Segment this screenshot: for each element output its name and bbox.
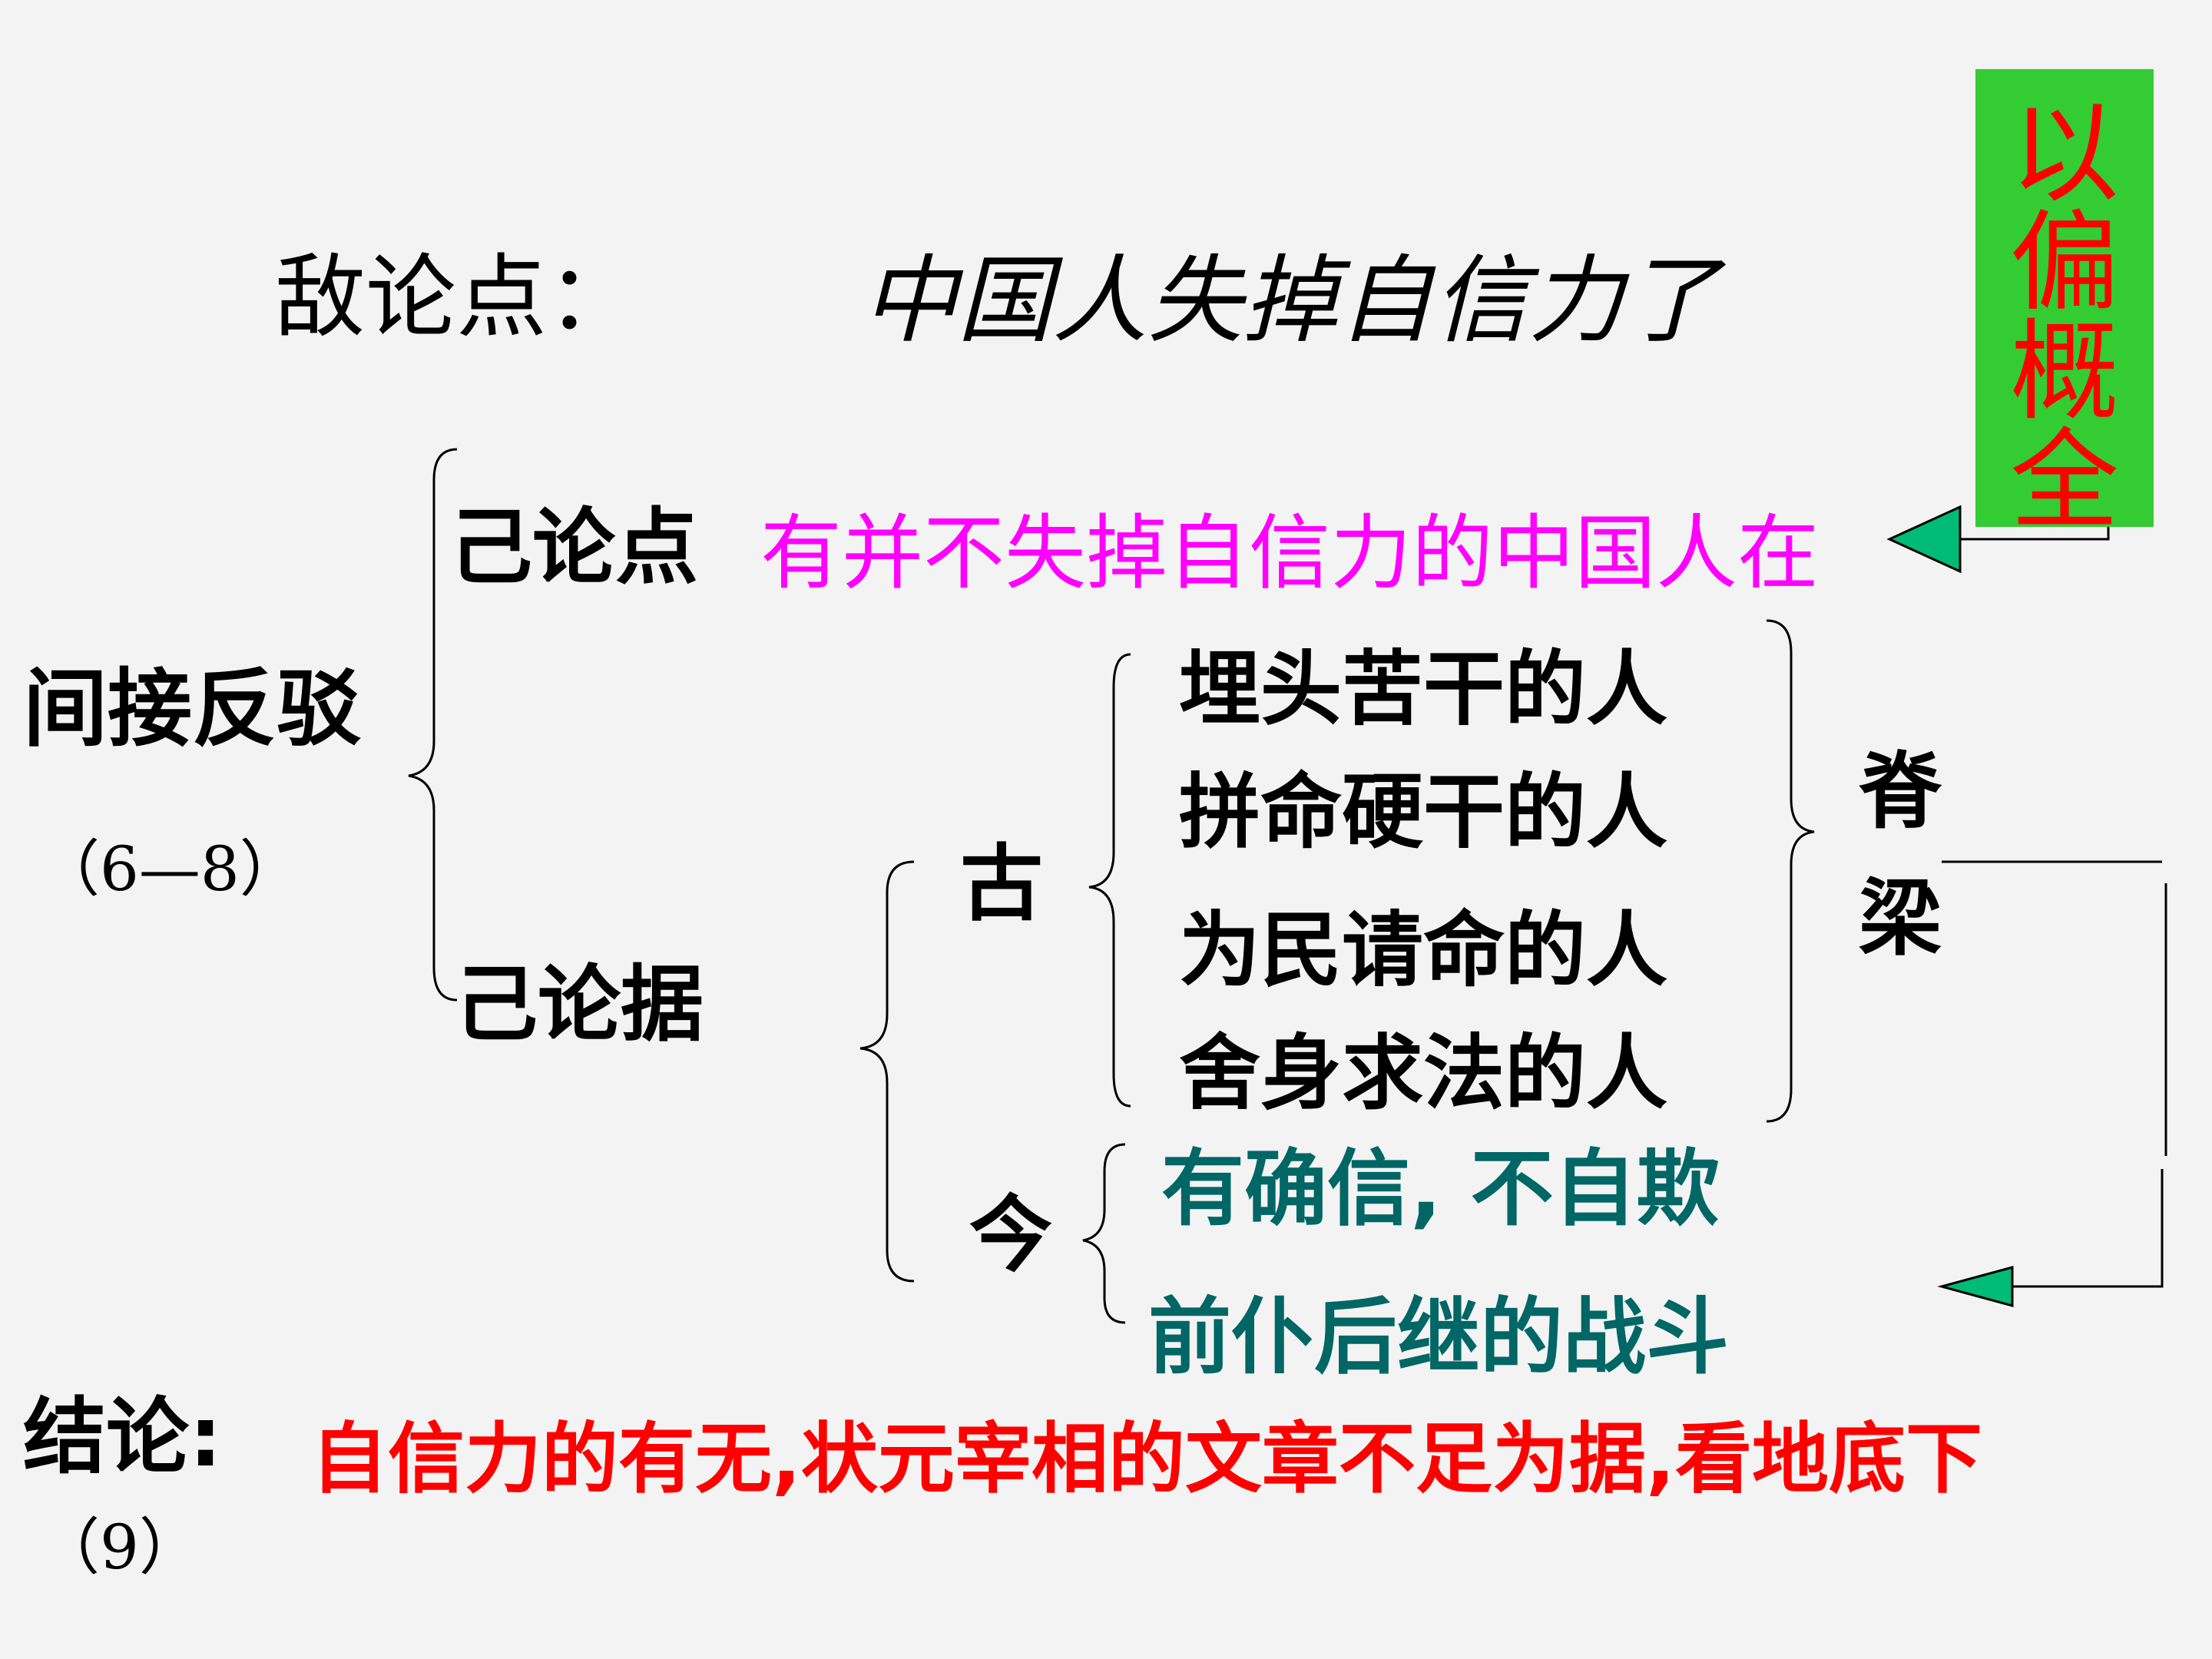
modern-brace [1082,1143,1126,1324]
side-box-char: 全 [2010,418,2119,545]
indirect-refute-label: 间接反驳 [23,660,361,758]
enemy-thesis-text: 中国人失掉自信力了 [862,246,1720,356]
side-box-char: 偏 [2010,200,2119,326]
thesis-connector-line [1959,522,2110,541]
backbone-char: 梁 [1859,871,1942,967]
modern-arrow-head [1937,1266,2014,1307]
enemy-thesis-label: 敌论点： [275,244,638,350]
ancient-brace [1088,653,1131,1108]
own-evidence-label: 己论据 [455,957,704,1053]
ancient-item: 舍身求法的人 [1179,1026,1667,1121]
backbone-char: 脊 [1859,744,1942,840]
side-box-char: 以 [2010,91,2119,217]
conclusion-text: 自信力的有无,状元宰相的文章不足为据,看地底下 [311,1414,1982,1504]
modern-connector-line [2005,1169,2164,1288]
ancient-item: 拼命硬干的人 [1179,765,1667,859]
thesis-arrow-head [1886,505,1962,574]
overgeneralization-box: 以 偏 概 全 [1975,69,2154,536]
indirect-refute-ref: （6—8） [38,833,301,905]
modern-label: 今 [969,1187,1053,1283]
conclusion-ref: （9） [38,1512,200,1583]
modern-item: 前仆后继的战斗 [1148,1290,1730,1386]
main-brace [408,448,458,1002]
modern-item: 有确信, 不自欺 [1161,1141,1720,1237]
backbone-closing-brace [1766,619,1815,1123]
evidence-brace [859,860,915,1283]
own-thesis-text: 有并不失掉自信力的中国人在 [760,506,1819,601]
ancient-item: 埋头苦干的人 [1179,642,1667,737]
conclusion-label: 结论: [23,1389,223,1485]
side-box-char: 概 [2010,309,2119,435]
ancient-item: 为民请命的人 [1179,903,1667,998]
own-thesis-label: 己论点 [449,500,699,596]
ancient-label: 古 [960,836,1044,932]
